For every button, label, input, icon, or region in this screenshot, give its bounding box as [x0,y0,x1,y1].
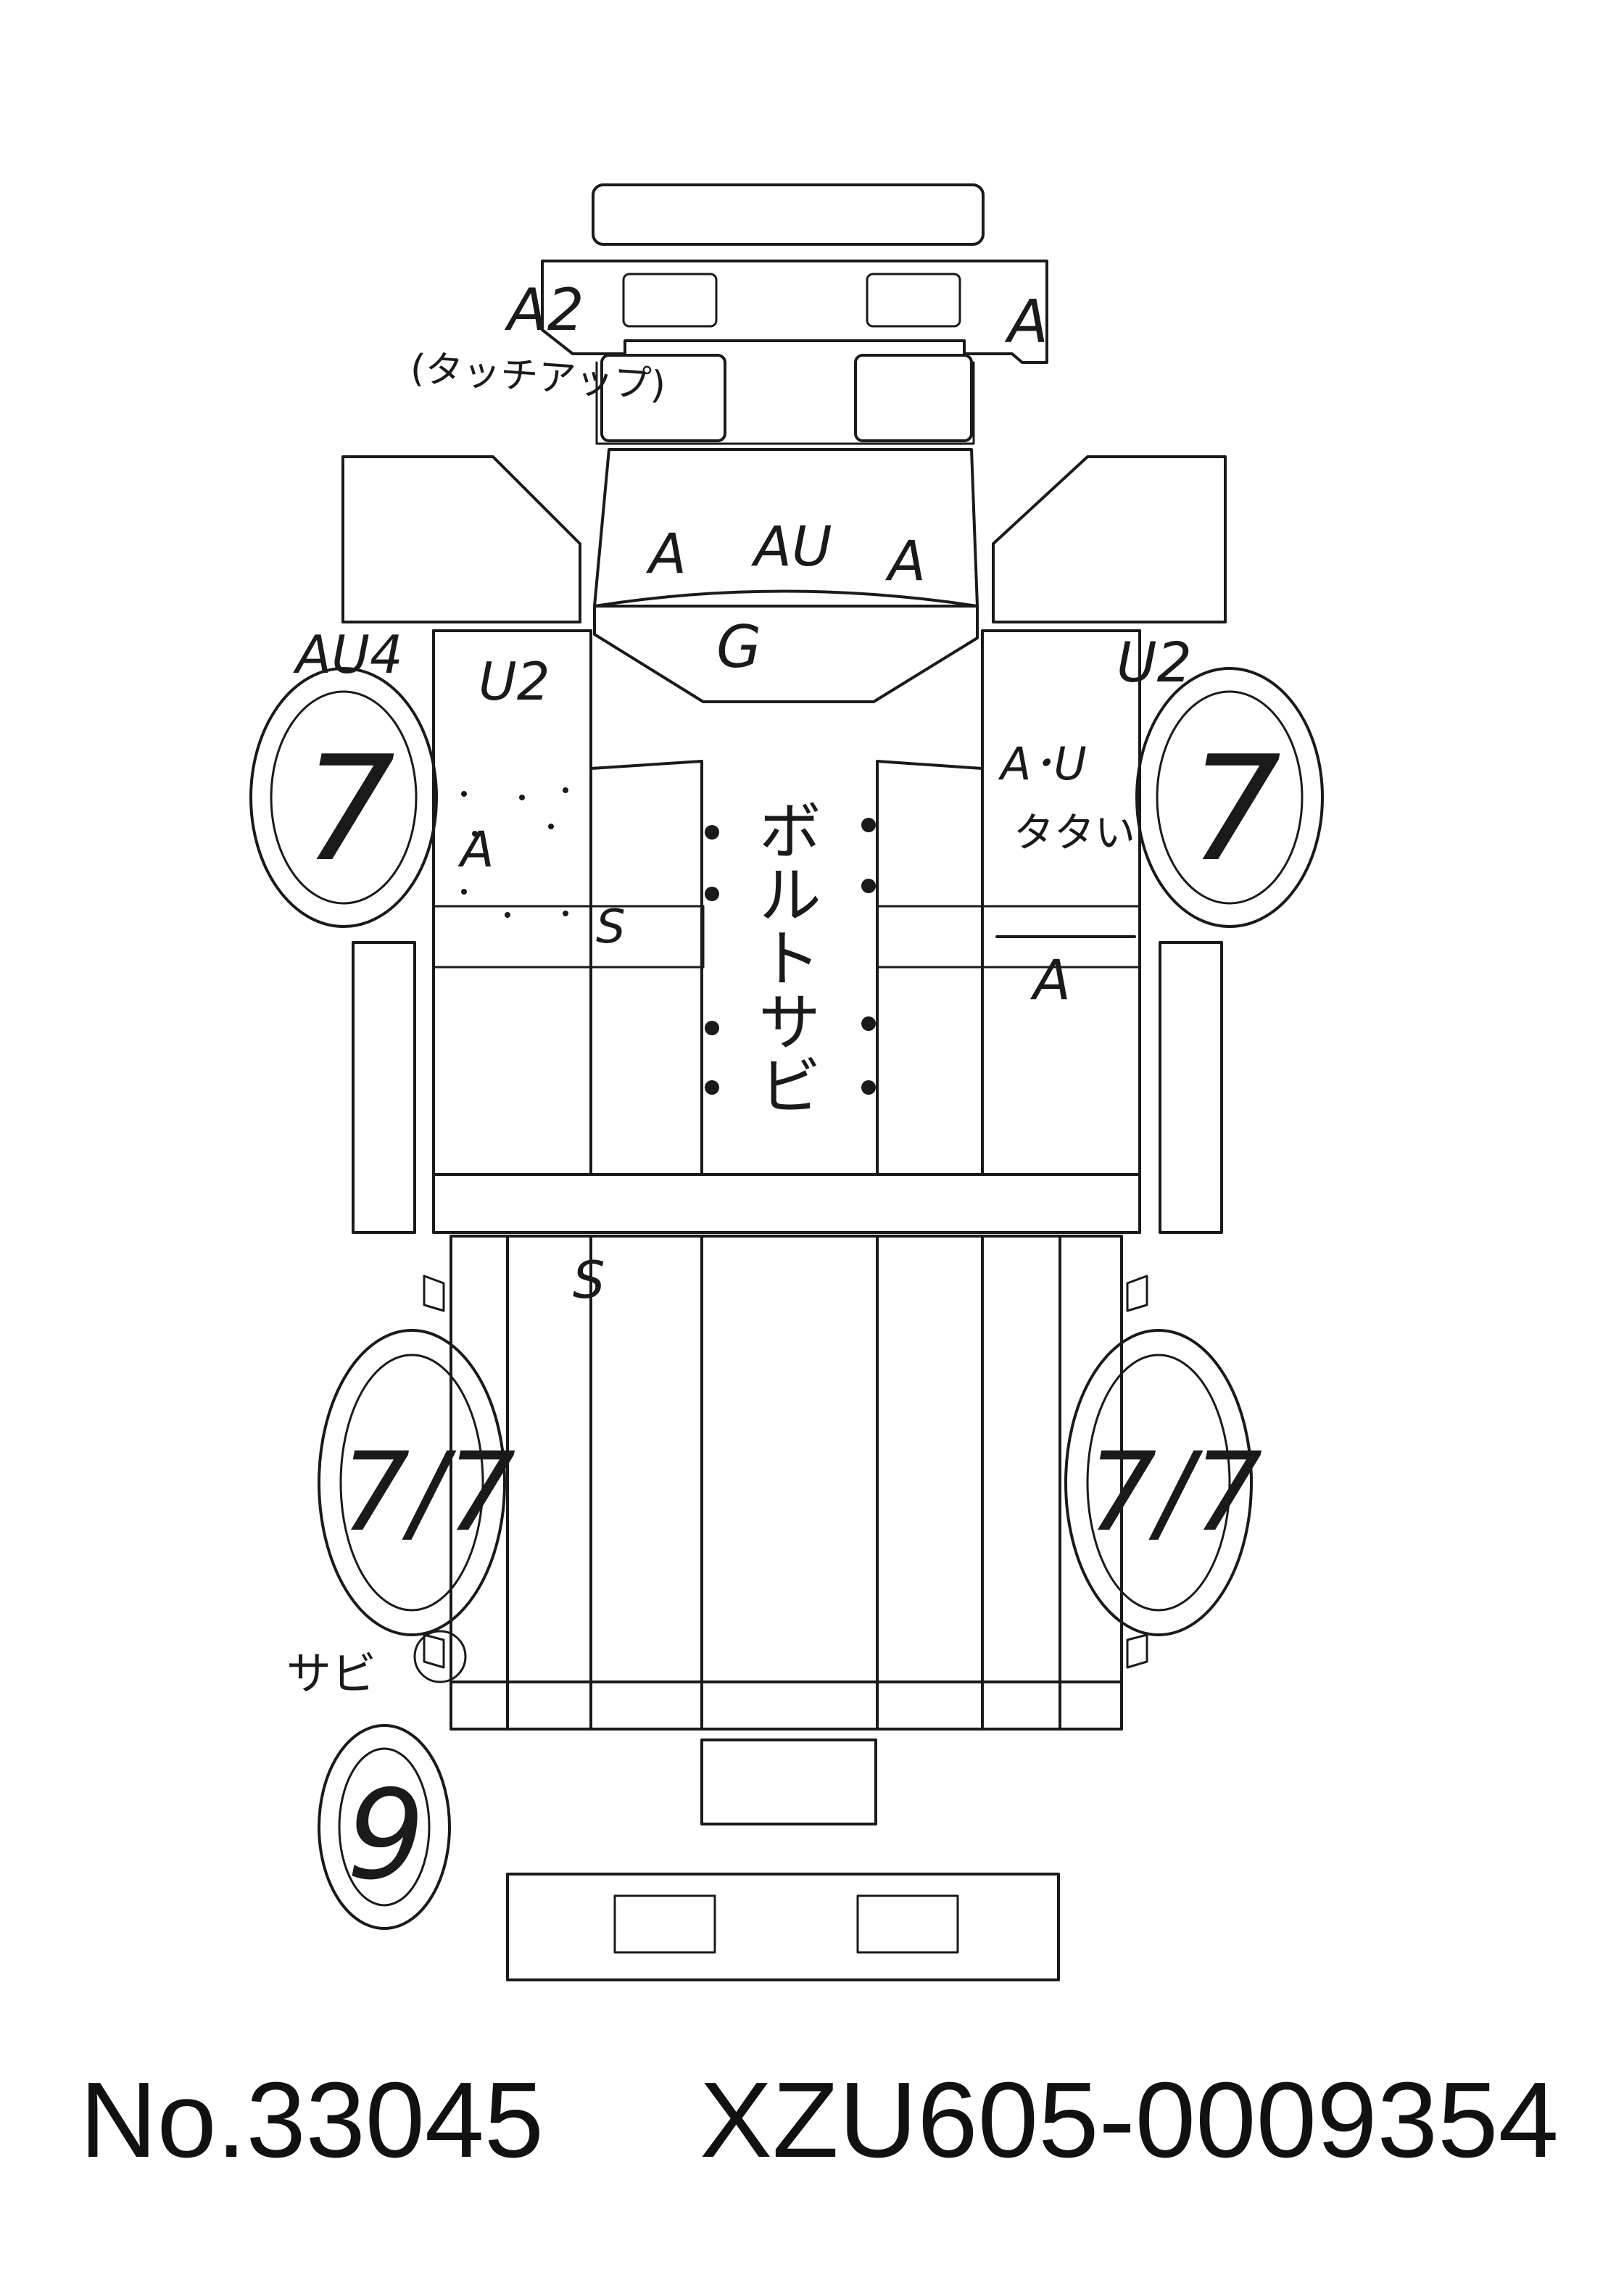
right-rear-tire-tread: 7/7 [1088,1430,1262,1556]
front-grille-panel [541,260,1048,364]
bolt-rust-markers [705,818,876,1095]
windshield-g-label: G [716,613,761,681]
left-fender-au4-label: AU4 [293,624,403,685]
rear-bumper [506,1873,1060,1981]
rust-circle [413,1630,467,1683]
rear-mudflaps [423,1275,1148,1669]
hood-right-a-label: A [884,529,926,593]
left-front-tire [249,667,438,928]
windshield [593,589,979,703]
left-rear-tire [318,1329,506,1636]
headlights [595,354,975,445]
vehicle-number: No.33045 [80,2060,544,2180]
front-bumper [592,183,985,246]
left-door-a-label: A [457,821,494,879]
left-rear-tire-tread: 7/7 [341,1430,515,1556]
scratch-lines [528,935,1136,1234]
left-door-s-label: S [596,900,626,954]
rear-step [700,1738,877,1825]
hood-left-a-label: A [645,521,687,586]
front-a2-label: A2 [504,276,584,344]
chassis-number: XZU605-0009354 [700,2060,1559,2180]
right-door-au-label: A･U [998,737,1087,790]
right-fender-u2-label: U2 [1116,630,1192,695]
left-fender-u2-label: U2 [478,651,550,712]
cargo-bed [450,1235,1123,1731]
left-front-tire-tread: 7 [303,725,395,894]
right-door-note: タタい [1014,810,1135,857]
bed-s-label: S [573,1251,605,1310]
side-steps [352,941,1223,1234]
cab-roof-channel [589,629,984,1176]
left-door-dent-stipple [461,787,568,918]
right-door-a-label: A [1030,948,1071,1012]
cab-bolt-rust-note: ボルトサビ [747,797,822,1116]
rear-rust-label: サビ [286,1647,376,1700]
front-right-a-label: A [1004,288,1048,357]
right-rear-tire [1064,1329,1253,1636]
spare-tire [318,1724,451,1930]
right-front-tire [1135,667,1324,928]
cab-rear-bar [432,1173,1141,1234]
hood-center-au-label: AU [750,514,832,579]
right-front-fender [992,455,1227,623]
spare-tire-tread: 9 [347,1764,425,1907]
left-front-fender [341,455,581,623]
left-door [432,905,705,969]
right-front-tire-tread: 7 [1189,725,1281,894]
